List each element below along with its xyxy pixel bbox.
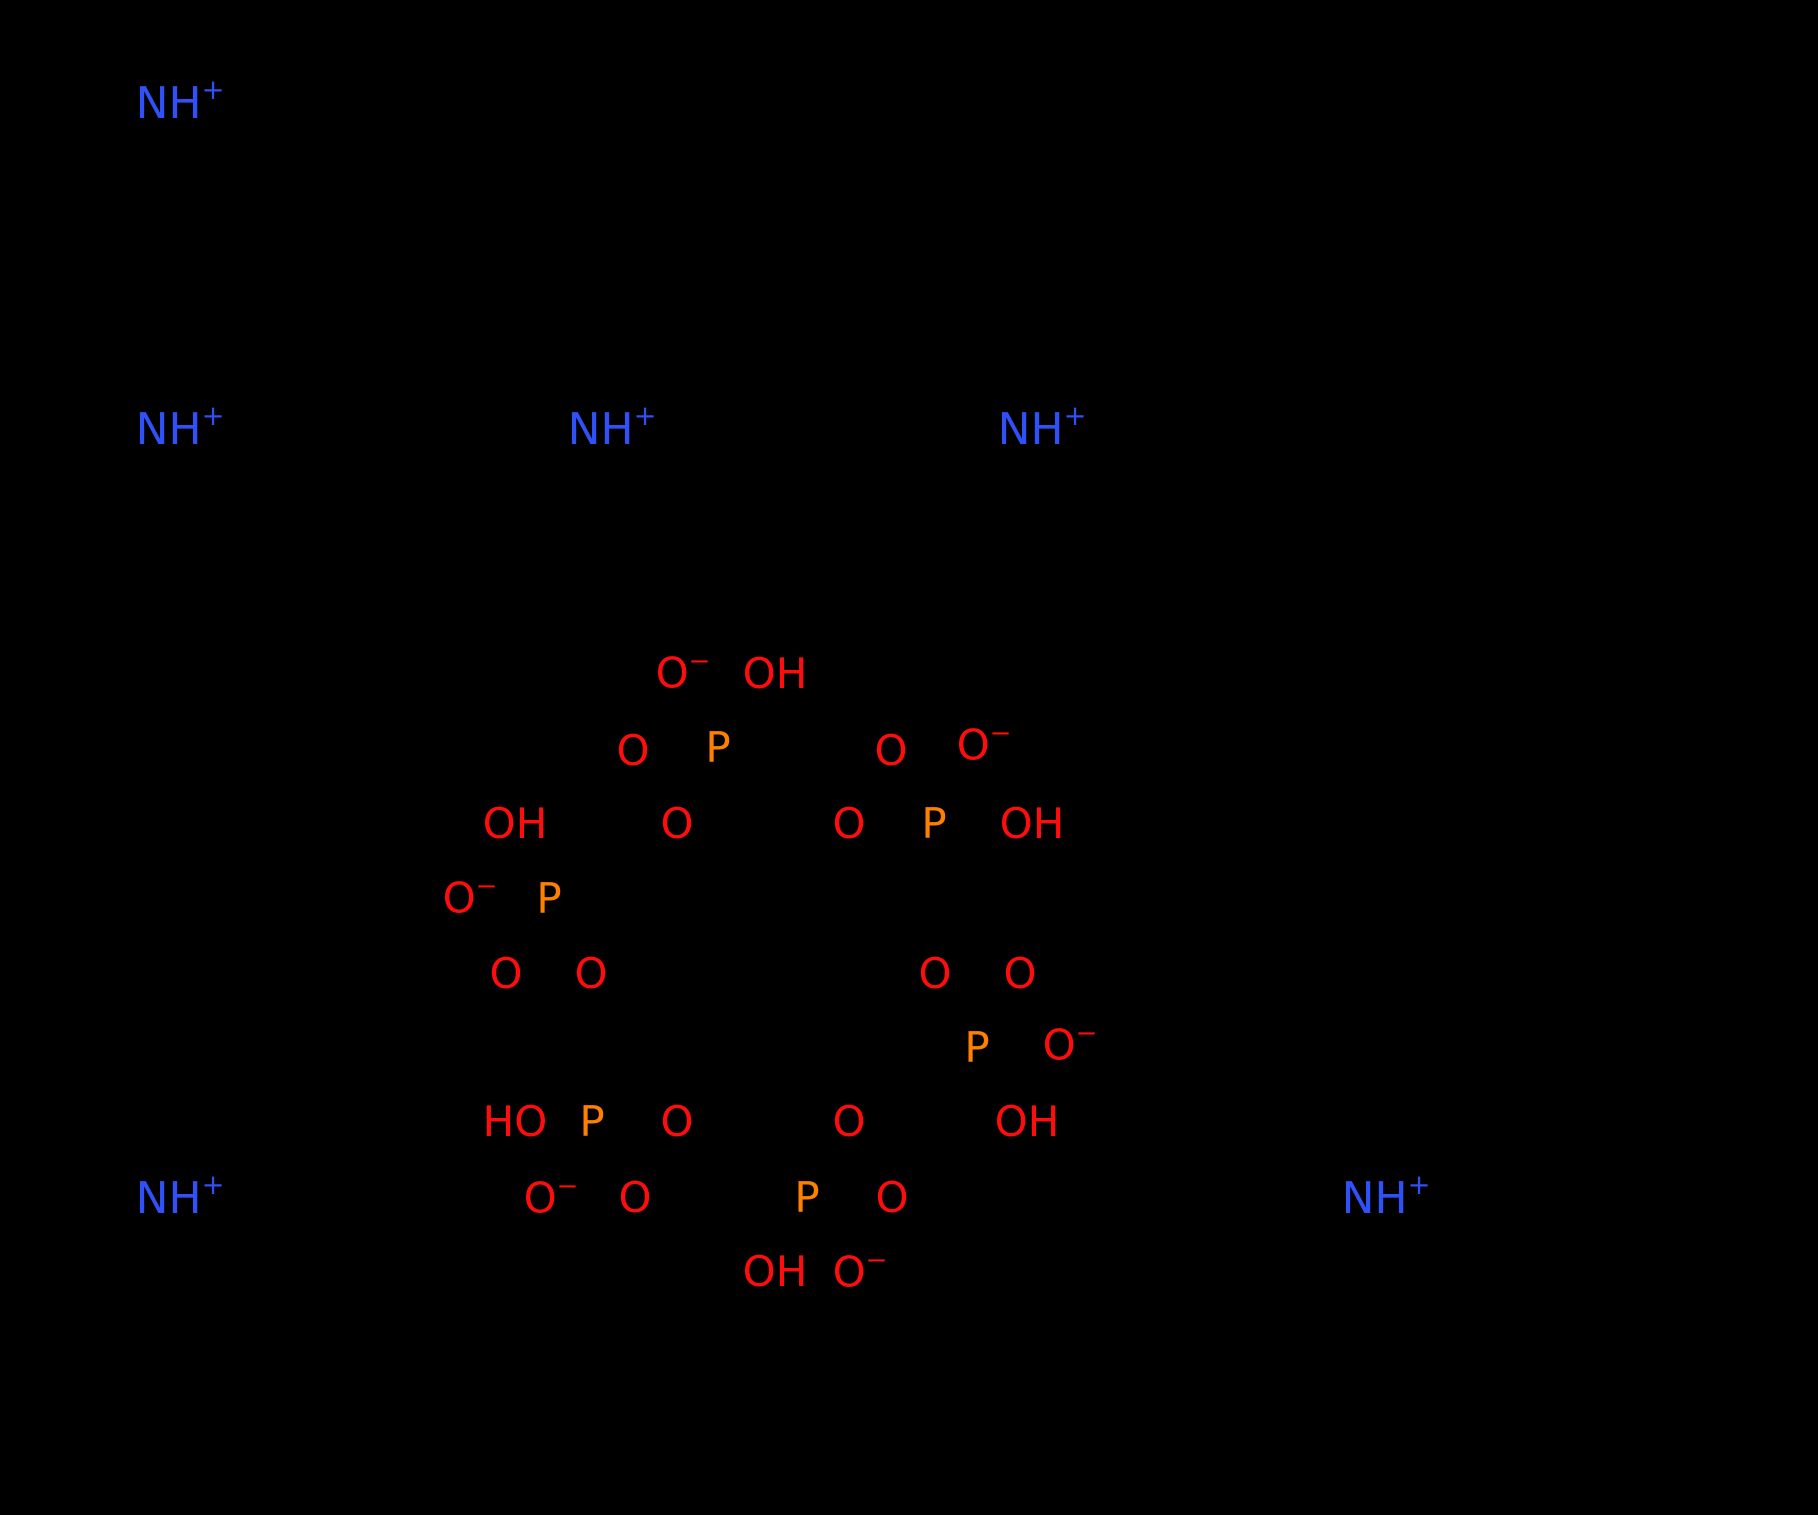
negative-charge: −: [556, 1171, 579, 1202]
oxygen-anion-label: O−: [442, 873, 498, 923]
negative-charge: −: [475, 871, 498, 902]
oxygen-text: O: [832, 799, 866, 848]
hydroxyl-label: HO: [483, 1101, 548, 1143]
hydroxyl-label: OH: [483, 803, 548, 845]
nitrogen-text: NH: [567, 403, 634, 455]
nitrogen-text: NH: [135, 1172, 202, 1224]
hydroxyl-text: HO: [482, 1097, 548, 1146]
positive-charge: +: [633, 400, 657, 432]
phosphorus-label-5: P: [964, 1027, 989, 1069]
hydroxyl-label: OH: [995, 1101, 1060, 1143]
oxygen-text: O: [616, 726, 650, 775]
ammonium-label-6: NH+: [1341, 1172, 1431, 1224]
ester-oxygen-label: O: [1003, 953, 1036, 995]
phosphorus-text: P: [579, 1097, 605, 1146]
ammonium-label-2: NH+: [135, 403, 225, 455]
oxygen-text: O: [1042, 1020, 1076, 1070]
oxygen-text: O: [574, 949, 608, 998]
oxygen-text: O: [832, 1097, 866, 1146]
ammonium-label-5: NH+: [135, 1172, 225, 1224]
hydroxyl-label: OH: [1000, 803, 1065, 845]
ester-oxygen-label: O: [832, 1101, 865, 1143]
oxygen-text: O: [442, 873, 476, 923]
phosphorus-text: P: [794, 1173, 820, 1222]
oxygen-anion-label: O−: [1042, 1020, 1098, 1070]
oxygen-text: O: [956, 720, 990, 770]
oxygen-text: O: [523, 1173, 557, 1223]
ammonium-label-1: NH+: [135, 77, 225, 129]
oxygen-anion-label: O−: [832, 1247, 888, 1297]
phosphorus-label-2: P: [536, 878, 561, 920]
hydroxyl-text: OH: [994, 1097, 1060, 1146]
positive-charge: +: [1407, 1169, 1431, 1201]
positive-charge: +: [201, 400, 225, 432]
ester-oxygen-label: O: [832, 803, 865, 845]
oxygen-text: O: [875, 1173, 909, 1222]
phosphorus-text: P: [964, 1023, 990, 1072]
ester-oxygen-label: O: [616, 730, 649, 772]
negative-charge: −: [688, 646, 711, 677]
phosphorus-text: P: [705, 723, 731, 772]
hydroxyl-text: OH: [742, 649, 808, 698]
oxygen-text: O: [660, 799, 694, 848]
hydroxyl-text: OH: [482, 799, 548, 848]
oxygen-text: O: [489, 949, 523, 998]
nitrogen-text: NH: [1341, 1172, 1408, 1224]
positive-charge: +: [201, 74, 225, 106]
positive-charge: +: [1063, 400, 1087, 432]
oxygen-text: O: [655, 648, 689, 698]
negative-charge: −: [989, 718, 1012, 749]
phosphorus-text: P: [536, 874, 562, 923]
nitrogen-text: NH: [997, 403, 1064, 455]
nitrogen-text: NH: [135, 77, 202, 129]
ammonium-label-3: NH+: [567, 403, 657, 455]
phosphorus-label-6: P: [794, 1177, 819, 1219]
double-bond-oxygen-label: O: [918, 953, 951, 995]
phosphorus-text: P: [921, 799, 947, 848]
oxygen-text: O: [660, 1097, 694, 1146]
ester-oxygen-label: O: [574, 953, 607, 995]
double-bond-oxygen-label: O: [875, 1177, 908, 1219]
oxygen-text: O: [832, 1247, 866, 1297]
phosphorus-label-4: P: [921, 803, 946, 845]
negative-charge: −: [1075, 1018, 1098, 1049]
hydroxyl-label: OH: [743, 653, 808, 695]
positive-charge: +: [201, 1169, 225, 1201]
phosphorus-label-1: P: [705, 727, 730, 769]
ester-oxygen-label: O: [660, 1101, 693, 1143]
oxygen-anion-label: O−: [956, 720, 1012, 770]
oxygen-text: O: [1003, 949, 1037, 998]
hydroxyl-text: OH: [742, 1247, 808, 1296]
oxygen-text: O: [918, 949, 952, 998]
phosphorus-label-3: P: [579, 1101, 604, 1143]
oxygen-anion-label: O−: [523, 1173, 579, 1223]
oxygen-anion-label: O−: [655, 648, 711, 698]
nitrogen-text: NH: [135, 403, 202, 455]
negative-charge: −: [865, 1245, 888, 1276]
double-bond-oxygen-label: O: [618, 1177, 651, 1219]
ester-oxygen-label: O: [660, 803, 693, 845]
oxygen-text: O: [874, 726, 908, 775]
hydroxyl-label: OH: [743, 1251, 808, 1293]
oxygen-text: O: [618, 1173, 652, 1222]
double-bond-oxygen-label: O: [874, 730, 907, 772]
ammonium-label-4: NH+: [997, 403, 1087, 455]
double-bond-oxygen-label: O: [489, 953, 522, 995]
hydroxyl-text: OH: [999, 799, 1065, 848]
